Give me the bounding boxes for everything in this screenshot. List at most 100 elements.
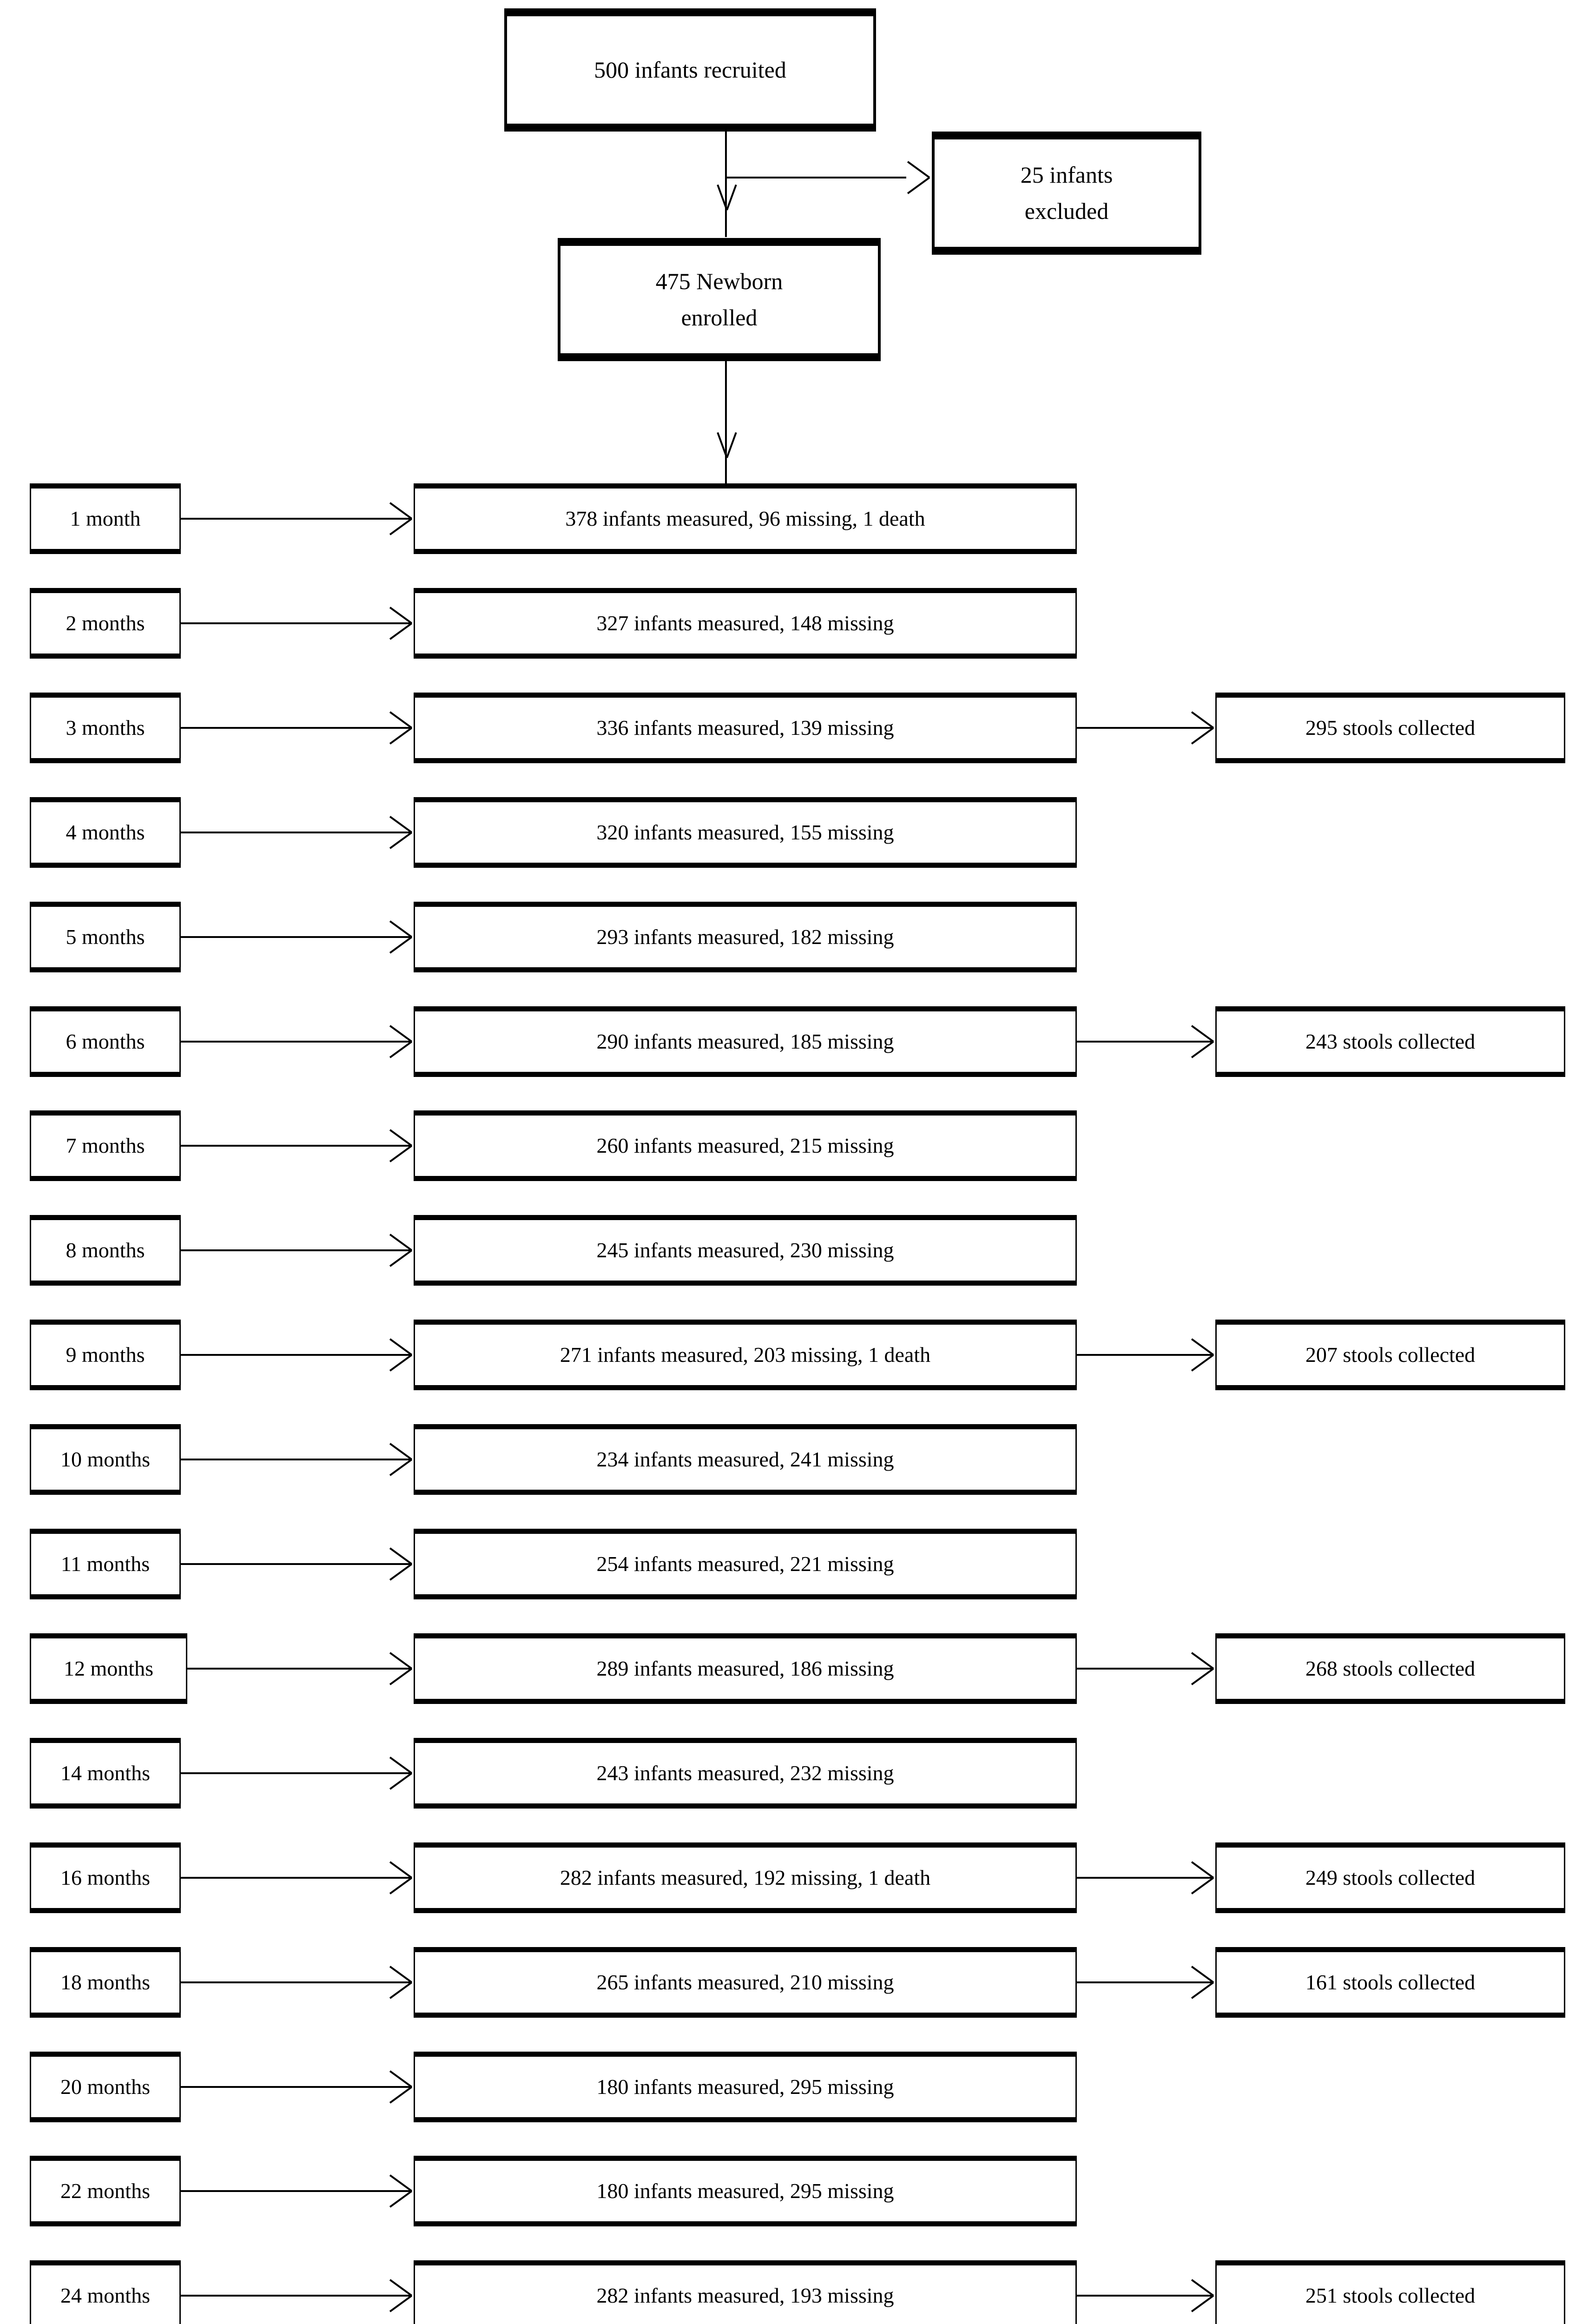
connector-timepoint-to-measured <box>181 2295 411 2297</box>
row-measured-box: 282 infants measured, 192 missing, 1 dea… <box>414 1842 1077 1913</box>
row-timepoint-box: 24 months <box>30 2260 181 2324</box>
row-timepoint-box: 2 months <box>30 588 181 659</box>
row-measured-label: 245 infants measured, 230 missing <box>596 1238 894 1262</box>
row-timepoint-box: 8 months <box>30 1215 181 1286</box>
row-measured-box: 378 infants measured, 96 missing, 1 deat… <box>414 483 1077 554</box>
row-timepoint-box: 18 months <box>30 1947 181 2018</box>
row-measured-box: 327 infants measured, 148 missing <box>414 588 1077 659</box>
row-stools-box: 295 stools collected <box>1215 693 1565 763</box>
row-timepoint-box: 22 months <box>30 2156 181 2226</box>
row-stools-box: 249 stools collected <box>1215 1842 1565 1913</box>
connector-timepoint-to-measured <box>181 832 411 833</box>
row-timepoint-label: 18 months <box>60 1970 150 1994</box>
row-timepoint-label: 8 months <box>66 1238 145 1262</box>
connector-timepoint-to-measured <box>181 1145 411 1147</box>
row-timepoint-label: 24 months <box>60 2284 150 2308</box>
row-timepoint-label: 6 months <box>66 1030 145 1054</box>
row-timepoint-label: 5 months <box>66 925 145 949</box>
row-timepoint-label: 14 months <box>60 1761 150 1785</box>
connector-timepoint-to-measured <box>181 936 411 938</box>
row-timepoint-box: 9 months <box>30 1320 181 1390</box>
row-timepoint-box: 12 months <box>30 1633 187 1704</box>
row-stools-label: 207 stools collected <box>1305 1343 1476 1367</box>
row-measured-label: 336 infants measured, 139 missing <box>596 716 894 740</box>
connector-timepoint-to-measured <box>181 1459 411 1460</box>
row-measured-box: 180 infants measured, 295 missing <box>414 2156 1077 2226</box>
connector-timepoint-to-measured <box>181 622 411 624</box>
row-timepoint-box: 16 months <box>30 1842 181 1913</box>
row-measured-box: 265 infants measured, 210 missing <box>414 1947 1077 2018</box>
row-timepoint-label: 7 months <box>66 1134 145 1158</box>
node-recruited-label: 500 infants recruited <box>594 56 786 83</box>
row-measured-label: 293 infants measured, 182 missing <box>596 925 894 949</box>
row-measured-box: 290 infants measured, 185 missing <box>414 1006 1077 1077</box>
row-measured-label: 234 infants measured, 241 missing <box>596 1447 894 1472</box>
connector-timepoint-to-measured <box>181 2190 411 2192</box>
connector-timepoint-to-measured <box>181 1772 411 1774</box>
row-measured-box: 320 infants measured, 155 missing <box>414 797 1077 868</box>
row-measured-label: 320 infants measured, 155 missing <box>596 820 894 845</box>
row-timepoint-label: 4 months <box>66 820 145 845</box>
row-timepoint-box: 1 month <box>30 483 181 554</box>
row-measured-label: 180 infants measured, 295 missing <box>596 2179 894 2203</box>
row-timepoint-label: 11 months <box>60 1552 150 1576</box>
connector-timepoint-to-measured <box>181 727 411 729</box>
row-stools-label: 251 stools collected <box>1305 2284 1476 2308</box>
connector-enrolled-to-rows <box>725 361 727 484</box>
row-stools-box: 268 stools collected <box>1215 1633 1565 1704</box>
row-measured-box: 245 infants measured, 230 missing <box>414 1215 1077 1286</box>
row-measured-label: 180 infants measured, 295 missing <box>596 2075 894 2099</box>
row-stools-box: 243 stools collected <box>1215 1006 1565 1077</box>
row-timepoint-label: 16 months <box>60 1866 150 1890</box>
connector-timepoint-to-measured <box>187 1668 411 1670</box>
connector-timepoint-to-measured <box>181 1249 411 1251</box>
row-measured-label: 254 infants measured, 221 missing <box>596 1552 894 1576</box>
row-measured-box: 271 infants measured, 203 missing, 1 dea… <box>414 1320 1077 1390</box>
row-timepoint-box: 3 months <box>30 693 181 763</box>
connector-measured-to-stools <box>1077 1981 1213 1983</box>
row-timepoint-label: 9 months <box>66 1343 145 1367</box>
row-measured-label: 243 infants measured, 232 missing <box>596 1761 894 1785</box>
row-timepoint-label: 3 months <box>66 716 145 740</box>
connector-timepoint-to-measured <box>181 1563 411 1565</box>
row-measured-label: 289 infants measured, 186 missing <box>596 1657 894 1681</box>
connector-timepoint-to-measured <box>181 1981 411 1983</box>
row-measured-label: 282 infants measured, 192 missing, 1 dea… <box>560 1866 931 1890</box>
row-timepoint-box: 7 months <box>30 1110 181 1181</box>
row-measured-box: 243 infants measured, 232 missing <box>414 1738 1077 1809</box>
row-timepoint-label: 10 months <box>60 1447 150 1472</box>
row-timepoint-label: 1 month <box>70 507 141 531</box>
connector-measured-to-stools <box>1077 1877 1213 1879</box>
row-measured-box: 282 infants measured, 193 missing <box>414 2260 1077 2324</box>
connector-measured-to-stools <box>1077 727 1213 729</box>
row-timepoint-box: 4 months <box>30 797 181 868</box>
connector-timepoint-to-measured <box>181 1041 411 1043</box>
row-measured-label: 271 infants measured, 203 missing, 1 dea… <box>560 1343 931 1367</box>
connector-timepoint-to-measured <box>181 1877 411 1879</box>
node-enrolled: 475 Newborn enrolled <box>558 238 881 361</box>
row-timepoint-box: 14 months <box>30 1738 181 1809</box>
row-measured-label: 290 infants measured, 185 missing <box>596 1030 894 1054</box>
row-measured-box: 234 infants measured, 241 missing <box>414 1424 1077 1495</box>
row-measured-label: 282 infants measured, 193 missing <box>596 2284 894 2308</box>
row-measured-label: 378 infants measured, 96 missing, 1 deat… <box>565 507 925 531</box>
row-timepoint-label: 2 months <box>66 611 145 635</box>
row-measured-label: 265 infants measured, 210 missing <box>596 1970 894 1994</box>
connector-timepoint-to-measured <box>181 518 411 520</box>
node-excluded-label: 25 infants excluded <box>1020 162 1113 224</box>
row-timepoint-box: 10 months <box>30 1424 181 1495</box>
row-timepoint-box: 20 months <box>30 2052 181 2122</box>
row-stools-box: 251 stools collected <box>1215 2260 1565 2324</box>
connector-trunk-to-excluded <box>725 177 906 178</box>
connector-timepoint-to-measured <box>181 2086 411 2088</box>
connector-measured-to-stools <box>1077 2295 1213 2297</box>
node-enrolled-label: 475 Newborn enrolled <box>655 268 783 330</box>
row-stools-label: 249 stools collected <box>1305 1866 1476 1890</box>
row-timepoint-box: 11 months <box>30 1529 181 1599</box>
row-measured-box: 180 infants measured, 295 missing <box>414 2052 1077 2122</box>
row-timepoint-box: 5 months <box>30 902 181 972</box>
row-stools-box: 161 stools collected <box>1215 1947 1565 2018</box>
row-measured-label: 260 infants measured, 215 missing <box>596 1134 894 1158</box>
row-measured-box: 293 infants measured, 182 missing <box>414 902 1077 972</box>
